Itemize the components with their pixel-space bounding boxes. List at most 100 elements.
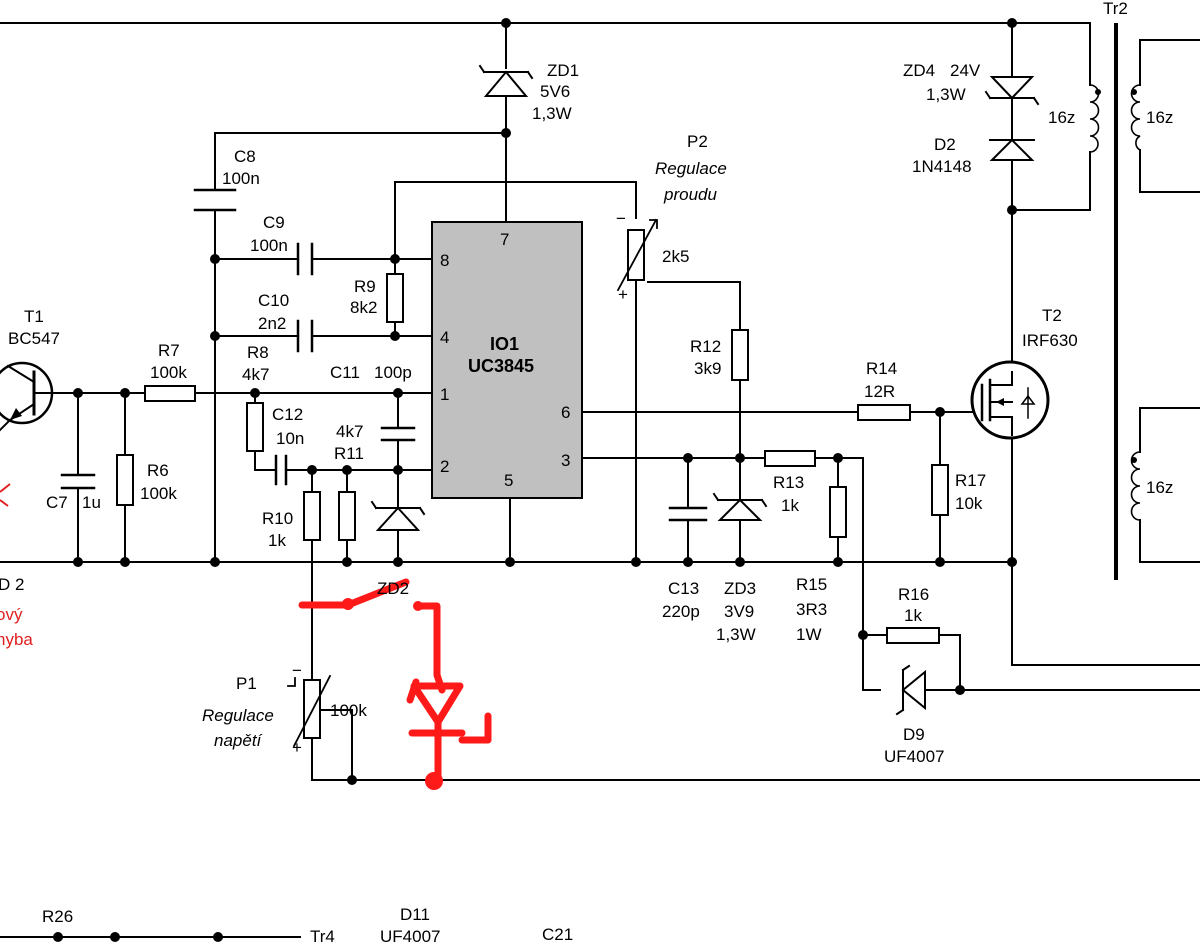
ic-pin3: 3 — [561, 451, 570, 470]
d9-ref: D9 — [903, 725, 925, 744]
d11-ref: D11 — [400, 905, 430, 924]
r12-ref: R12 — [690, 337, 721, 356]
t1-transistor — [0, 361, 54, 425]
p1-desc-1: Regulace — [202, 706, 274, 725]
r12-value: 3k9 — [694, 359, 721, 378]
r6-symbol — [116, 454, 134, 506]
t1-type: BC547 — [8, 329, 60, 348]
junctions — [53, 18, 1017, 942]
t2-type: IRF630 — [1022, 331, 1078, 350]
c13-ref: C13 — [668, 579, 699, 598]
r17-value: 10k — [955, 494, 983, 513]
zd3-value: 3V9 — [724, 602, 754, 621]
p1-potentiometer — [287, 674, 332, 748]
wires — [0, 22, 1200, 938]
zd2-ref: ZD2 — [377, 579, 409, 598]
p2-desc-1: Regulace — [655, 159, 727, 178]
r9-ref: R9 — [354, 277, 376, 296]
c11-value: 100p — [374, 363, 412, 382]
r8-symbol — [246, 402, 264, 452]
c7-symbol — [60, 473, 96, 490]
r17-ref: R17 — [955, 471, 986, 490]
tr2-secondary-label-1: 16z — [1146, 108, 1173, 127]
tr2-ref: Tr2 — [1103, 0, 1128, 18]
r7-value: 100k — [150, 363, 187, 382]
p1-value: 100k — [330, 701, 367, 720]
zd4-value: 24V — [950, 61, 981, 80]
t2-ref: T2 — [1042, 306, 1062, 325]
r16-symbol — [886, 627, 940, 644]
ic-pin1: 1 — [440, 385, 449, 404]
r11-symbol — [338, 491, 356, 541]
zd3-symbol — [712, 492, 768, 521]
c12-symbol — [274, 454, 288, 486]
r11-ref: R11 — [334, 444, 364, 463]
c9-symbol — [296, 242, 314, 276]
edge-note-1: ový — [0, 605, 23, 624]
tr2-transformer — [1089, 23, 1144, 580]
p2-ref: P2 — [687, 132, 708, 151]
d11-value: UF4007 — [380, 927, 440, 942]
r15-value: 3R3 — [796, 600, 827, 619]
zd4-rating: 1,3W — [926, 85, 966, 104]
led-ref: D 2 — [0, 575, 24, 594]
zd3-ref: ZD3 — [724, 579, 756, 598]
p1-ref: P1 — [236, 674, 257, 693]
t2-mosfet — [970, 360, 1050, 440]
r9-symbol — [386, 273, 404, 323]
c8-value: 100n — [222, 169, 260, 188]
zd4-ref: ZD4 — [903, 61, 935, 80]
p2-potentiometer — [616, 218, 658, 292]
r17-symbol — [931, 464, 949, 516]
c10-symbol — [296, 319, 314, 353]
c8-ref: C8 — [234, 147, 256, 166]
c10-ref: C10 — [258, 291, 289, 310]
ic-pin5: 5 — [504, 471, 513, 490]
r15-rating: 1W — [796, 625, 822, 644]
c9-ref: C9 — [263, 213, 285, 232]
zd1-symbol — [478, 64, 534, 97]
c11-ref: C11 — [330, 363, 360, 382]
tr4-ref: Tr4 — [310, 927, 335, 942]
r8-ref: R8 — [247, 343, 269, 362]
c7-ref: C7 — [46, 493, 68, 512]
edge-note-2: hyba — [0, 630, 33, 649]
c13-symbol — [668, 506, 708, 522]
c13-value: 220p — [662, 602, 700, 621]
r13-symbol — [764, 450, 816, 467]
r10-symbol — [303, 491, 321, 541]
c8-symbol — [193, 188, 237, 212]
c11-symbol — [380, 426, 416, 442]
red-correction-marks — [298, 578, 492, 790]
r10-value: 1k — [268, 531, 286, 550]
zd1-ref: ZD1 — [547, 61, 579, 80]
c7-value: 1u — [82, 493, 101, 512]
r6-value: 100k — [140, 484, 177, 503]
r26-ref: R26 — [42, 907, 73, 926]
r9-value: 8k2 — [350, 298, 377, 317]
ic-pin2: 2 — [440, 457, 449, 476]
d9-value: UF4007 — [884, 747, 944, 766]
labels: ZD1 5V6 1,3W ZD4 24V 1,3W D2 1N4148 Tr2 … — [0, 0, 1173, 942]
p2-desc-2: proudu — [663, 185, 717, 204]
c12-ref: C12 — [272, 405, 303, 424]
ic-pin7: 7 — [500, 230, 509, 249]
zd1-rating: 1,3W — [532, 104, 572, 123]
c10-value: 2n2 — [258, 314, 286, 333]
r13-ref: R13 — [773, 473, 804, 492]
zd2-symbol — [370, 500, 426, 531]
ic-pin8: 8 — [440, 251, 449, 270]
r14-ref: R14 — [866, 359, 897, 378]
t1-ref: T1 — [24, 307, 44, 326]
r15-ref: R15 — [796, 575, 827, 594]
edge-red-arrow — [0, 483, 11, 507]
zd3-rating: 1,3W — [716, 625, 756, 644]
r7-ref: R7 — [158, 341, 180, 360]
r14-value: 12R — [864, 382, 895, 401]
p1-desc-2: napětí — [214, 731, 264, 750]
p2-minus: − — [616, 209, 626, 228]
r12-symbol — [731, 329, 749, 381]
r7-symbol — [144, 385, 196, 402]
r16-ref: R16 — [898, 585, 929, 604]
